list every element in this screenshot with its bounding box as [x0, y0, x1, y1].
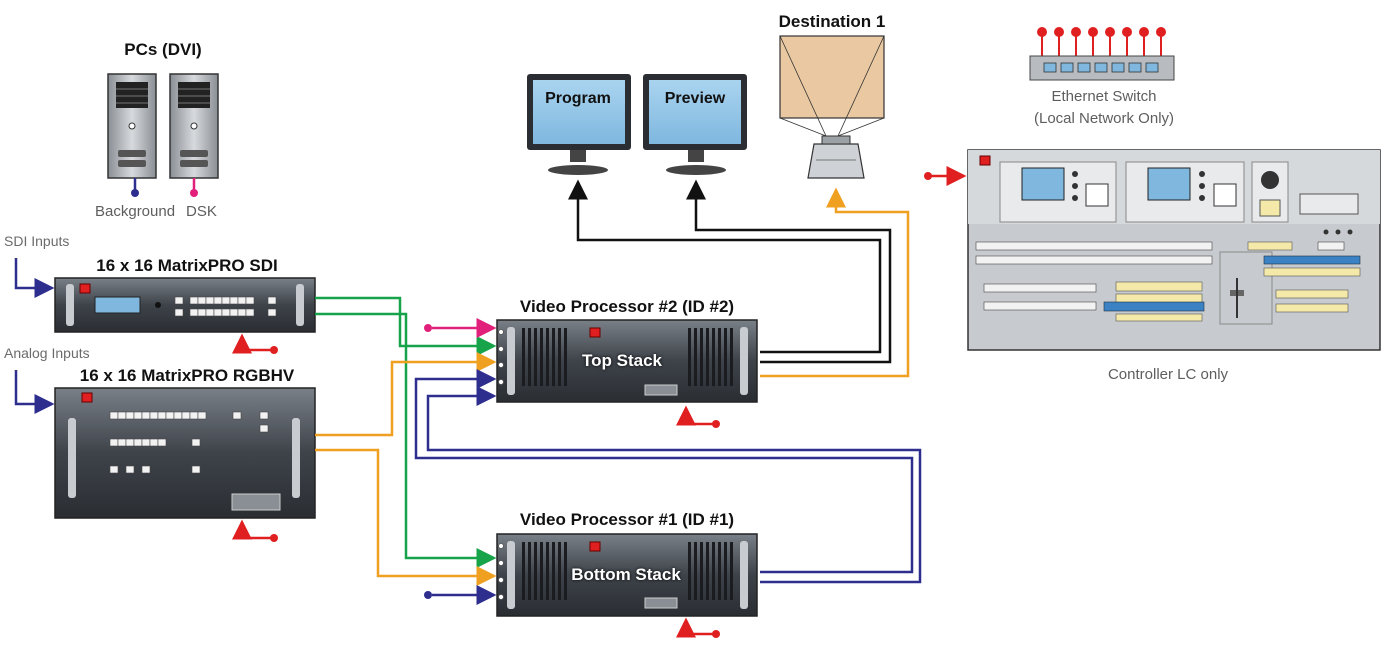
video-processor-1-unit [496, 533, 758, 617]
sdi-out-to-vp2 [315, 296, 497, 356]
rgbhv-out-to-vp2 [315, 352, 497, 437]
pcs-title: PCs (DVI) [124, 40, 202, 59]
video-processor-2-unit [496, 319, 758, 403]
pc-output-background [131, 178, 139, 197]
vp1-loop-to-vp2-outer [414, 369, 914, 574]
controller-lc [967, 149, 1381, 351]
dsk-in-vp2 [424, 318, 497, 338]
sdi-input-arrow [14, 258, 55, 298]
ethernet-switch [1029, 27, 1175, 81]
vp2-out-preview [686, 179, 892, 364]
matrix-rgbhv-network-link [232, 519, 272, 540]
vp2-network-link [676, 405, 714, 426]
analog-input-arrow [14, 370, 55, 414]
background-label: Background [95, 203, 176, 220]
sdi-inputs-label: SDI Inputs [4, 233, 70, 249]
background-in-vp1 [424, 585, 497, 605]
matrix-sdi-network-link [232, 333, 272, 354]
matrix-rgbhv-title: 16 x 16 MatrixPRO RGBHV [79, 366, 295, 385]
vp1-title: Video Processor #1 (ID #1) [519, 510, 735, 529]
vp2-title: Video Processor #2 (ID #2) [519, 297, 735, 316]
matrix-sdi-unit [54, 277, 316, 333]
controller-caption: Controller LC only [1107, 366, 1229, 383]
analog-inputs-label: Analog Inputs [4, 345, 90, 361]
matrix-sdi-title: 16 x 16 MatrixPRO SDI [96, 256, 278, 275]
pc-tower-background [107, 73, 157, 179]
program-monitor [527, 74, 631, 175]
program-monitor-label: Program [545, 90, 611, 107]
projector [807, 135, 865, 179]
vp1-loop-to-vp2-inner [426, 386, 922, 584]
ethernet-switch-sublabel: (Local Network Only) [1033, 110, 1175, 127]
preview-monitor-label: Preview [664, 90, 726, 107]
pc-tower-dsk [169, 73, 219, 179]
vp2-out-destination [760, 187, 910, 378]
preview-monitor [643, 74, 747, 175]
sdi-out-to-vp1 [315, 312, 497, 568]
dsk-label: DSK [186, 203, 217, 220]
pc-output-dsk [190, 178, 198, 197]
rgbhv-out-to-vp1 [315, 448, 497, 586]
destination-title: Destination 1 [778, 12, 886, 31]
vp1-stack-label: Bottom Stack [571, 565, 681, 584]
vp1-network-link [676, 617, 714, 638]
vp2-out-program [568, 179, 882, 354]
ethernet-switch-label: Ethernet Switch [1051, 88, 1157, 105]
matrix-rgbhv-unit [54, 387, 316, 519]
vp2-stack-label: Top Stack [582, 351, 662, 370]
destination-projection [779, 35, 885, 137]
